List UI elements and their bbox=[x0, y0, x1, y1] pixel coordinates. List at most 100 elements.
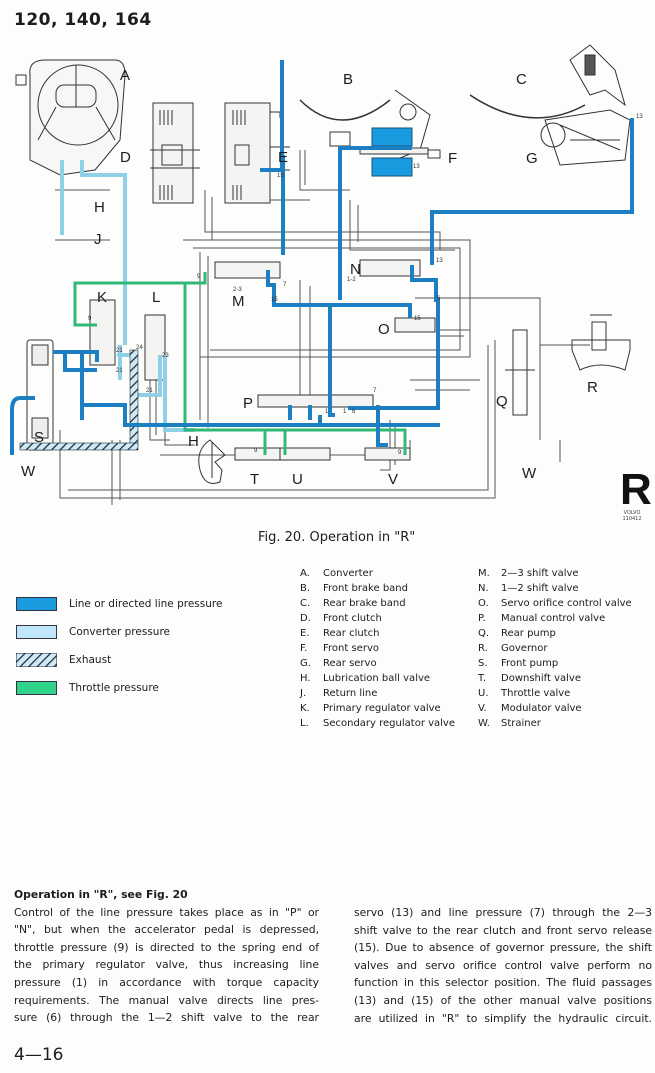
part-name: Return line bbox=[323, 688, 378, 699]
parts-list-item: B. Front brake band bbox=[300, 581, 455, 596]
part-letter: T. bbox=[478, 673, 487, 684]
part-name: Rear clutch bbox=[323, 628, 380, 639]
label-n-sub: 1-2 bbox=[347, 277, 356, 283]
label-g: G bbox=[526, 150, 538, 167]
parts-list-item: S.Front pump bbox=[478, 656, 632, 671]
parts-list-item: T. Downshift valve bbox=[478, 671, 632, 686]
part-letter: V. bbox=[478, 703, 487, 714]
parts-list-item: H. Lubrication ball valve bbox=[300, 671, 455, 686]
port-24: 24 bbox=[136, 345, 143, 351]
part-letter: J. bbox=[300, 688, 307, 699]
section-heading: Operation in "R", see Fig. 20 bbox=[14, 888, 188, 901]
swatch-line-pressure bbox=[16, 597, 57, 611]
downshift-solenoid-drawing bbox=[198, 439, 226, 484]
front-clutch-drawing bbox=[150, 102, 200, 204]
legend-label: Converter pressure bbox=[69, 626, 170, 638]
parts-list-item: L.Secondary regulator valve bbox=[300, 716, 455, 731]
rear-band-drawing bbox=[469, 44, 631, 166]
label-m-sub: 2-3 bbox=[233, 287, 242, 293]
label-q: Q bbox=[496, 393, 508, 410]
body-text-line: throttle pressure (9) is directed to the… bbox=[14, 940, 319, 954]
label-r: R bbox=[587, 379, 598, 396]
part-name: Lubrication ball valve bbox=[323, 673, 431, 684]
port-21-c: 21 bbox=[146, 388, 153, 394]
legend-item-converter-pressure: Converter pressure bbox=[16, 618, 222, 646]
part-letter: B. bbox=[300, 583, 311, 594]
part-letter: Q. bbox=[478, 628, 490, 639]
port-15-o: 15 bbox=[414, 316, 421, 322]
label-h-lower: H bbox=[188, 433, 199, 450]
page-number: 4—16 bbox=[14, 1045, 64, 1065]
model-numbers: 120, 140, 164 bbox=[14, 10, 152, 30]
converter-drawing bbox=[15, 59, 126, 176]
rear-clutch-drawing bbox=[224, 102, 290, 204]
parts-list-item: U. Throttle valve bbox=[478, 686, 632, 701]
part-name: Front brake band bbox=[323, 583, 408, 594]
port-13-n: 13 bbox=[436, 258, 443, 264]
parts-list-item: E.Rear clutch bbox=[300, 626, 455, 641]
part-name: Rear pump bbox=[501, 628, 556, 639]
body-text-right-column: servo (13) and line pressure (7) through… bbox=[354, 904, 652, 1027]
parts-list-item: A.Converter bbox=[300, 566, 455, 581]
label-t: T bbox=[250, 471, 259, 488]
body-text-line: servo (13) and line pressure (7) through… bbox=[354, 906, 652, 919]
label-d: D bbox=[120, 149, 131, 166]
part-letter: R. bbox=[478, 643, 488, 654]
figure-caption: Fig. 20. Operation in "R" bbox=[258, 530, 416, 545]
body-text-left-column: Operation in "R", see Fig. 20 Control of… bbox=[14, 886, 319, 1027]
port-9-t: 9 bbox=[254, 448, 258, 454]
parts-list-item: W.Strainer bbox=[478, 716, 632, 731]
part-letter: G. bbox=[300, 658, 311, 669]
body-text-line: shift valve to the rear clutch and front… bbox=[354, 923, 652, 937]
valve-bodies bbox=[89, 259, 436, 461]
label-e: E bbox=[278, 149, 288, 166]
part-letter: N. bbox=[478, 583, 489, 594]
body-text-line: (13) and (15) of the other manual valve … bbox=[354, 993, 652, 1007]
label-c: C bbox=[516, 71, 527, 88]
volvo-code-number: 110412 bbox=[622, 516, 642, 522]
part-letter: L. bbox=[300, 718, 309, 729]
label-p: P bbox=[243, 395, 253, 412]
body-text-line: "N", but when the accelerator pedal is d… bbox=[14, 923, 319, 937]
part-name: Front clutch bbox=[323, 613, 382, 624]
parts-list-item: D.Front clutch bbox=[300, 611, 455, 626]
parts-list-item: J. Return line bbox=[300, 686, 455, 701]
part-name: Servo orifice control valve bbox=[501, 598, 632, 609]
part-name: Front servo bbox=[323, 643, 379, 654]
label-l: L bbox=[152, 289, 160, 306]
part-letter: U. bbox=[478, 688, 489, 699]
port-1-a: 1 bbox=[325, 409, 329, 415]
port-1-b: 1 bbox=[343, 409, 347, 415]
part-letter: H. bbox=[300, 673, 311, 684]
port-15-m: 15 bbox=[271, 297, 278, 303]
body-text-line: pressure (1) in accordance with torque c… bbox=[14, 975, 319, 989]
part-letter: M. bbox=[478, 568, 490, 579]
label-u: U bbox=[292, 471, 303, 488]
port-6-p: 6 bbox=[352, 409, 356, 415]
port-13-g: 13 bbox=[636, 114, 643, 120]
parts-list-item: P.Manual control valve bbox=[478, 611, 632, 626]
exhaust-passage-vertical bbox=[129, 349, 139, 446]
port-6-n: 6 bbox=[437, 296, 441, 302]
label-k: K bbox=[97, 289, 107, 306]
body-text-line: (15). Due to absence of governor pressur… bbox=[354, 941, 652, 955]
part-letter: P. bbox=[478, 613, 486, 624]
part-name: Rear brake band bbox=[323, 598, 406, 609]
body-text-line: are utilized in "R" to simplify the hydr… bbox=[354, 1011, 652, 1025]
volvo-code-line: VOLVO bbox=[623, 510, 641, 516]
part-name: Front pump bbox=[501, 658, 559, 669]
swatch-converter-pressure bbox=[16, 625, 57, 639]
parts-list-item: M. 2—3 shift valve bbox=[478, 566, 632, 581]
label-f: F bbox=[448, 150, 457, 167]
legend-item-line-pressure: Line or directed line pressure bbox=[16, 590, 222, 618]
part-name: Downshift valve bbox=[501, 673, 581, 684]
swatch-exhaust bbox=[16, 653, 57, 667]
parts-list-item: N.1—2 shift valve bbox=[478, 581, 632, 596]
part-name: Modulator valve bbox=[501, 703, 582, 714]
part-letter: C. bbox=[300, 598, 311, 609]
body-text-line: the primary regulator valve, thus increa… bbox=[14, 958, 319, 972]
part-name: Throttle valve bbox=[501, 688, 571, 699]
part-name: 2—3 shift valve bbox=[501, 568, 579, 579]
parts-list-item: Q. Rear pump bbox=[478, 626, 632, 641]
